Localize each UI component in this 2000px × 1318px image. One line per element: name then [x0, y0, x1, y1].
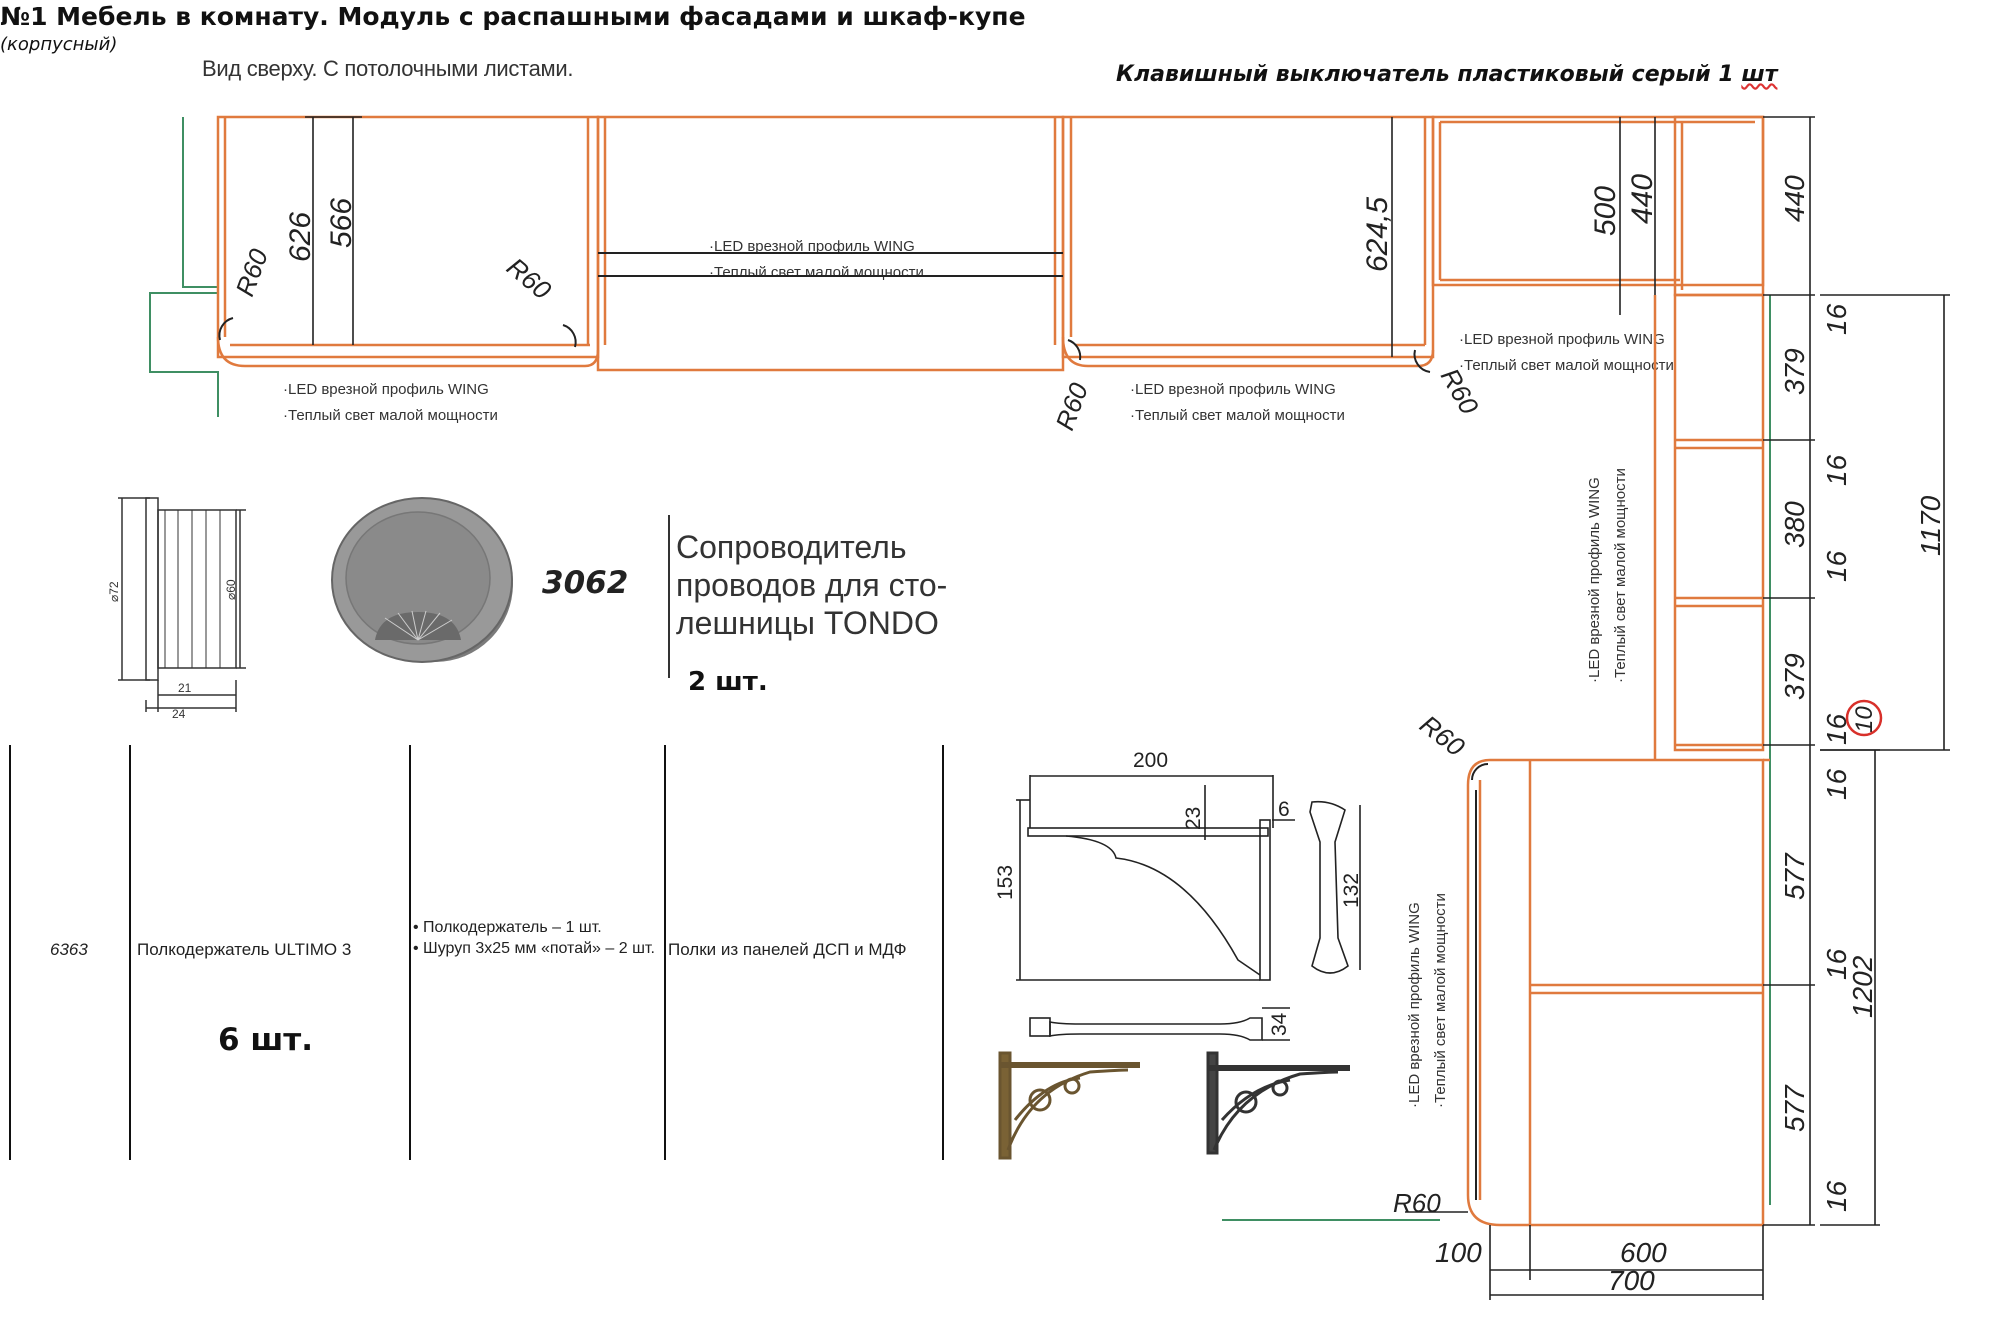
product-name: Сопроводитель проводов для сто- лешницы …: [676, 528, 976, 642]
grommet-dimension-label: ⌀72: [107, 581, 121, 602]
dimension-lines: [305, 116, 1950, 1300]
light-label: ·Теплый свет малой мощности: [283, 407, 498, 424]
led-note-center: ·LED врезной профиль WING ·Теплый свет м…: [709, 234, 924, 286]
dimension-label: 16: [1821, 454, 1852, 486]
dimension-label: 440: [1626, 174, 1659, 224]
light-label: ·Теплый свет малой мощности: [1459, 357, 1674, 374]
wall-outline: [149, 117, 1771, 1221]
dimension-label: 100: [1435, 1237, 1482, 1268]
row-kit-list: • Полкодержатель – 1 шт. • Шуруп 3x25 мм…: [413, 917, 658, 959]
dimension-label: 379: [1779, 653, 1810, 700]
dimension-label: 600: [1620, 1237, 1667, 1268]
product-name-line: Сопроводитель: [676, 529, 907, 565]
cabinet-module-left: [216, 115, 600, 359]
product-name-line: проводов для сто-: [676, 567, 948, 603]
overall-dimension-label: 1170: [1915, 495, 1946, 556]
led-note-vertical-lower: ·LED врезной профиль WING ·Теплый свет м…: [1402, 893, 1454, 1108]
cabinet-module-right: [1061, 115, 1435, 359]
led-label: ·LED врезной профиль WING: [1130, 381, 1336, 398]
product-name-line: лешницы TONDO: [676, 605, 939, 641]
ornamental-bracket-dark: [1206, 1051, 1350, 1155]
light-label: ·Теплый свет малой мощности: [1130, 407, 1345, 424]
dimension-label: 500: [1589, 186, 1622, 236]
led-note-vertical-upper: ·LED врезной профиль WING ·Теплый свет м…: [1582, 468, 1634, 683]
dimension-label: 16: [1821, 550, 1852, 582]
grommet-image: [331, 497, 513, 663]
switch-note: Клавишный выключатель пластиковый серый …: [1116, 62, 1777, 87]
grommet-dimension-label: 24: [172, 707, 186, 721]
led-note-corner: ·LED врезной профиль WING ·Теплый свет м…: [1459, 327, 1674, 379]
light-label: ·Теплый свет малой мощности: [1432, 893, 1449, 1108]
light-label: ·Теплый свет малой мощности: [709, 264, 924, 281]
bracket-dimension-label: 6: [1278, 798, 1290, 821]
switch-note-unit: шт: [1741, 62, 1778, 87]
dimension-label: 16: [1821, 768, 1852, 800]
led-label: ·LED врезной профиль WING: [1459, 331, 1665, 348]
led-label: ·LED врезной профиль WING: [283, 381, 489, 398]
dimension-label: 577: [1779, 1084, 1810, 1132]
row-usage: Полки из панелей ДСП и МДФ: [668, 940, 907, 959]
ornamental-bracket-bronze: [998, 1051, 1140, 1160]
dimension-label: 626: [284, 212, 317, 262]
dimension-label: 16: [1821, 713, 1852, 745]
cabinet-lower: [1466, 758, 1765, 1227]
bracket-dimension-label: 132: [1340, 873, 1363, 908]
radius-label: R60: [229, 244, 274, 300]
view-caption: Вид сверху. С потолочными листами.: [202, 56, 574, 81]
furniture-outline: [216, 115, 1770, 1227]
page-title: №1 Мебель в комнату. Модуль с распашными…: [0, 2, 1026, 31]
bracket-drawing: [1016, 775, 1361, 1041]
led-note-left: ·LED врезной профиль WING ·Теплый свет м…: [283, 377, 498, 429]
dimension-label: 16: [1821, 948, 1852, 980]
grommet-sketch: [118, 497, 246, 712]
dimension-label: 16: [1821, 303, 1852, 335]
page-subtitle: (корпусный): [0, 34, 118, 55]
bracket-dimension-label: 34: [1268, 1012, 1291, 1036]
product-code: 3062: [542, 565, 629, 601]
marked-dimension-circle: [1845, 699, 1883, 737]
cabinet-narrow-top: [1673, 115, 1765, 297]
product-quantity: 2 шт.: [688, 667, 768, 697]
led-label: ·LED врезной профиль WING: [1406, 902, 1423, 1108]
radius-label: R60: [1393, 1188, 1441, 1218]
bracket-dimension-label: 153: [994, 865, 1017, 900]
overall-dimension-label: 1202: [1847, 955, 1878, 1018]
radius-label: R60: [1049, 378, 1094, 434]
led-label: ·LED врезной профиль WING: [709, 238, 915, 255]
grommet-dimension-label: ⌀60: [224, 579, 238, 600]
bracket-dimension-label: 23: [1182, 807, 1205, 830]
light-label: ·Теплый свет малой мощности: [1612, 468, 1629, 683]
row-product-name: Полкодержатель ULTIMO 3: [137, 940, 352, 959]
dimension-label: 380: [1779, 501, 1810, 548]
row-kit-item: • Шуруп 3x25 мм «потай» – 2 шт.: [413, 940, 655, 957]
dimension-label: 624,5: [1361, 197, 1394, 272]
shelf-column: [1673, 293, 1765, 752]
row-article-code: 6363: [50, 940, 88, 959]
row-kit-item: • Полкодержатель – 1 шт.: [413, 919, 602, 936]
radius-label: R60: [1414, 709, 1470, 762]
bracket-dimension-label: 200: [1133, 749, 1168, 772]
led-note-right: ·LED врезной профиль WING ·Теплый свет м…: [1130, 377, 1345, 429]
dimension-label: 379: [1779, 348, 1810, 395]
dimension-label: 566: [325, 198, 358, 248]
row-quantity: 6 шт.: [218, 1022, 314, 1058]
cabinet-corner-upper: [1431, 115, 1765, 287]
led-label: ·LED врезной профиль WING: [1586, 477, 1603, 683]
dimension-label: 700: [1608, 1265, 1655, 1296]
switch-note-text: Клавишный выключатель пластиковый серый …: [1116, 62, 1734, 87]
grommet-dimension-label: 21: [178, 681, 192, 695]
dimension-label: 577: [1779, 852, 1810, 900]
marked-dimension-label: 10: [1851, 706, 1878, 733]
dimension-label: 16: [1821, 1180, 1852, 1212]
radius-label: R60: [501, 252, 557, 306]
dimension-label: 440: [1779, 175, 1810, 222]
